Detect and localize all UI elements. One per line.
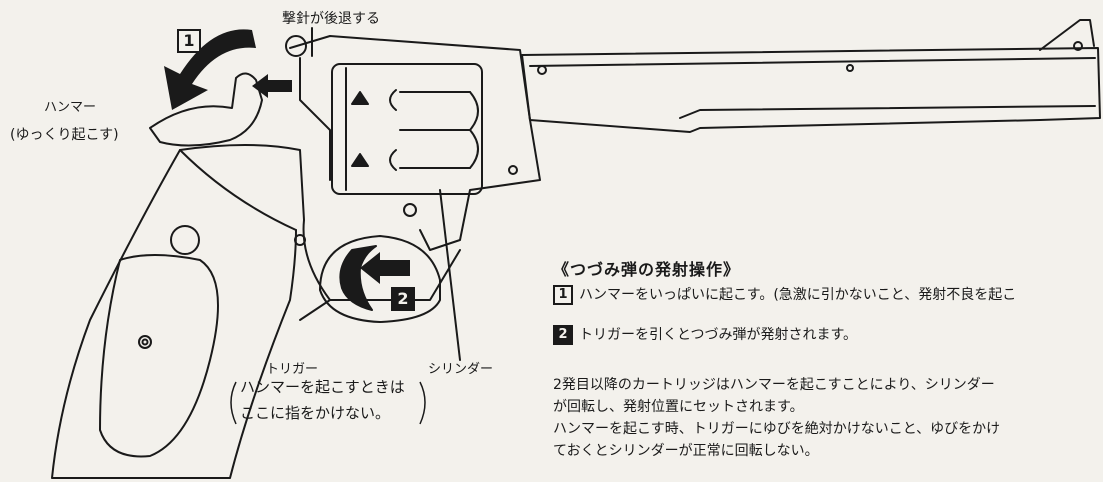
- frame-topstrap: [289, 35, 541, 251]
- front-sight: [1039, 19, 1095, 51]
- cylinder-label: シリンダー: [428, 362, 494, 377]
- instructions-heading: 《つづみ弾の発射操作》: [553, 260, 741, 279]
- barrel: [521, 47, 1101, 133]
- instruction-step-1: 1 ハンマーをいっぱいに起こす。(急激に引かないこと、発射不良を起こ: [553, 284, 1016, 305]
- step-text: トリガーを引くとつづみ弾が発射されます。: [579, 327, 858, 343]
- note-line-4: ておくとシリンダーが正常に回転しない。: [553, 443, 819, 459]
- step-number: 2: [553, 325, 573, 345]
- hammer: [149, 72, 263, 147]
- trigger-label: トリガー: [266, 362, 319, 377]
- note-line-3: ハンマーを起こす時、トリガーにゆびを絶対かけないこと、ゆびをかけ: [553, 421, 1001, 437]
- step-1-badge: 1: [177, 29, 201, 53]
- trigger-arrow: [360, 252, 410, 284]
- cylinder: [331, 63, 483, 195]
- hammer-arrow: [164, 29, 256, 110]
- trigger-guard: [319, 235, 441, 323]
- rear-sight: [285, 35, 307, 57]
- step-number: 1: [553, 285, 573, 305]
- note-line-1: 2発目以降のカートリッジはハンマーを起こすことにより、シリンダー: [553, 377, 995, 393]
- step-text: ハンマーをいっぱいに起こす。(急激に引かないこと、発射不良を起こ: [579, 287, 1017, 303]
- pin-arrow: [252, 74, 292, 98]
- trigger: [339, 245, 377, 311]
- trigger-note-line1: ハンマーを起こすときは: [240, 378, 405, 396]
- instruction-step-2: 2 トリガーを引くとつづみ弾が発射されます。: [553, 324, 857, 345]
- step-2-badge: 2: [391, 287, 415, 311]
- hammer-sublabel: (ゆっくり起こす): [10, 127, 119, 143]
- hammer-label: ハンマー: [44, 100, 97, 115]
- note-line-2: が回転し、発射位置にセットされます。: [553, 399, 804, 415]
- trigger-note-line2: ここに指をかけない。: [240, 404, 391, 422]
- grip-panel: [99, 254, 219, 458]
- firing-pin-callout: 撃針が後退する: [282, 11, 380, 27]
